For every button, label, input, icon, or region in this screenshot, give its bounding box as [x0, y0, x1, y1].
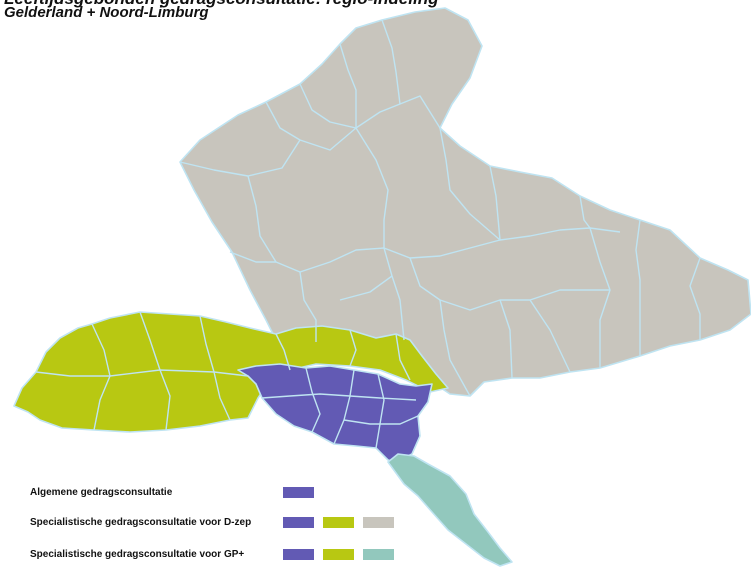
legend-swatch-grey — [363, 517, 394, 528]
map-subtitle: Gelderland + Noord-Limburg — [4, 4, 209, 21]
legend-swatch-general — [283, 549, 314, 560]
purple-region — [237, 363, 433, 463]
legend-row-general: Algemene gedragsconsultatie — [30, 486, 360, 500]
legend-row-dzep: Specialistische gedragsconsultatie voor … — [30, 516, 410, 530]
legend-row-gpplus: Specialistische gedragsconsultatie voor … — [30, 548, 410, 562]
legend-label: Specialistische gedragsconsultatie voor … — [30, 549, 245, 560]
legend-swatch-general — [283, 517, 314, 528]
legend-swatch-teal — [363, 549, 394, 560]
legend-label: Specialistische gedragsconsultatie voor … — [30, 517, 252, 528]
map-title: Leeftijdsgebonden gedragsconsultatie: re… — [4, 0, 564, 11]
legend-swatch-green — [323, 549, 354, 560]
green-region — [13, 311, 449, 433]
legend-swatch-green — [323, 517, 354, 528]
legend-swatch-general — [283, 487, 314, 498]
legend-label: Algemene gedragsconsultatie — [30, 487, 173, 498]
municipality-borders — [35, 19, 701, 449]
teal-region — [387, 453, 513, 567]
